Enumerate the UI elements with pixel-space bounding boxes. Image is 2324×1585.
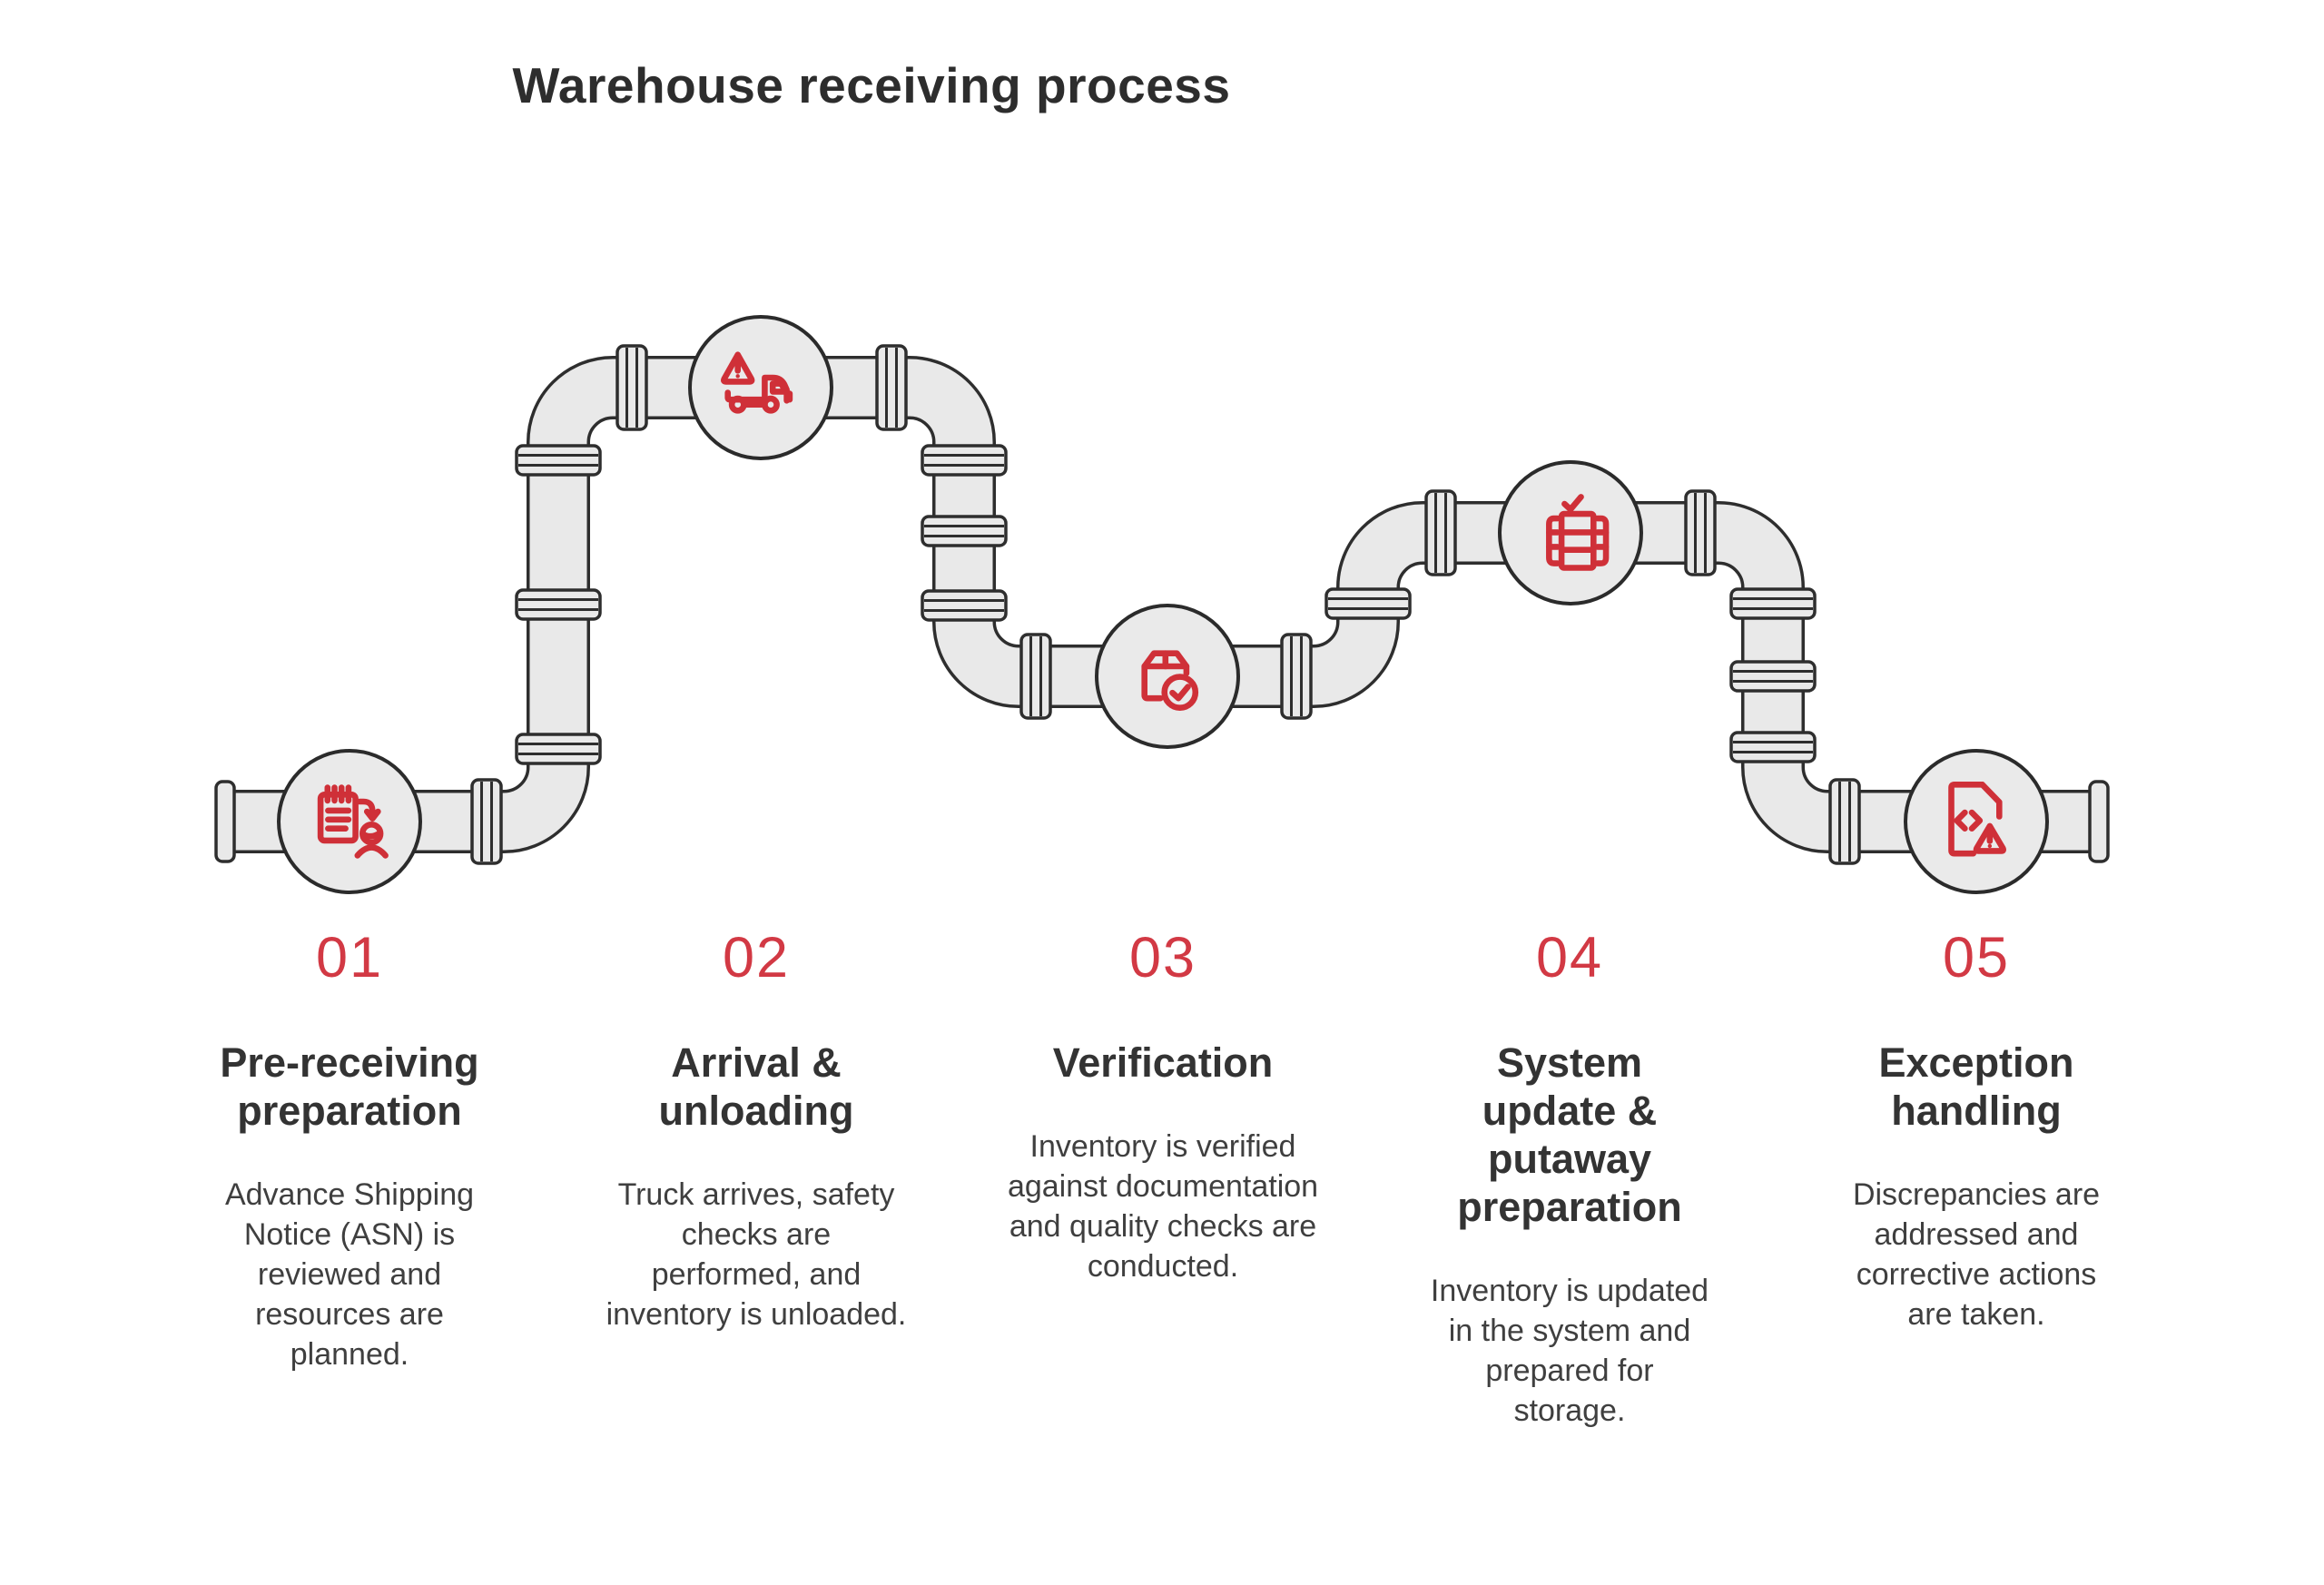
step-description: Truck arrives, safety checks are perform… (606, 1177, 907, 1332)
step-description: Inventory is updated in the system and p… (1430, 1274, 1709, 1428)
step-number: 01 (315, 926, 384, 989)
stack-check-icon (1546, 494, 1610, 571)
node-circle-2 (688, 315, 833, 460)
node-step-4 (1498, 460, 1643, 605)
step-column-1: 01 Pre-receiving preparation Advance Shi… (146, 928, 553, 1431)
step-column-2: 02 Arrival & unloading Truck arrives, sa… (553, 928, 960, 1431)
step-title: Exception handling (1878, 1039, 2074, 1134)
step-column-4: 04 System update & putaway preparation I… (1366, 928, 1773, 1431)
step-number: 05 (1942, 926, 2011, 989)
step-column-5: 05 Exception handling Discrepancies are … (1773, 928, 2180, 1431)
step-number: 03 (1128, 926, 1197, 989)
step-title: Verification (1052, 1039, 1274, 1086)
package-check-icon (1141, 650, 1199, 711)
step-title: System update & putaway preparation (1457, 1039, 1682, 1230)
step-description: Discrepancies are addressed and correcti… (1852, 1177, 2101, 1332)
node-step-1 (277, 749, 422, 894)
step-number: 04 (1535, 926, 1604, 989)
step-title: Arrival & unloading (658, 1039, 854, 1134)
left-endcap (214, 780, 236, 863)
node-step-5 (1904, 749, 2049, 894)
truck-warning-icon (721, 351, 793, 414)
step-column-3: 03 Verification Inventory is verified ag… (960, 928, 1366, 1431)
node-step-3 (1095, 604, 1240, 749)
step-description: Inventory is verified against documentat… (1007, 1129, 1319, 1284)
step-number: 02 (722, 926, 791, 989)
node-step-2 (688, 315, 833, 460)
step-title: Pre-receiving preparation (220, 1039, 479, 1134)
node-circle-3 (1095, 604, 1240, 749)
step-description: Advance Shipping Notice (ASN) is reviewe… (224, 1177, 475, 1372)
file-alert-icon (1948, 782, 2006, 857)
steps-row: 01 Pre-receiving preparation Advance Shi… (146, 928, 2180, 1431)
page-title: Warehouse receiving process (512, 57, 1231, 113)
right-endcap (2088, 780, 2110, 863)
clipboard-person-icon (317, 784, 389, 859)
